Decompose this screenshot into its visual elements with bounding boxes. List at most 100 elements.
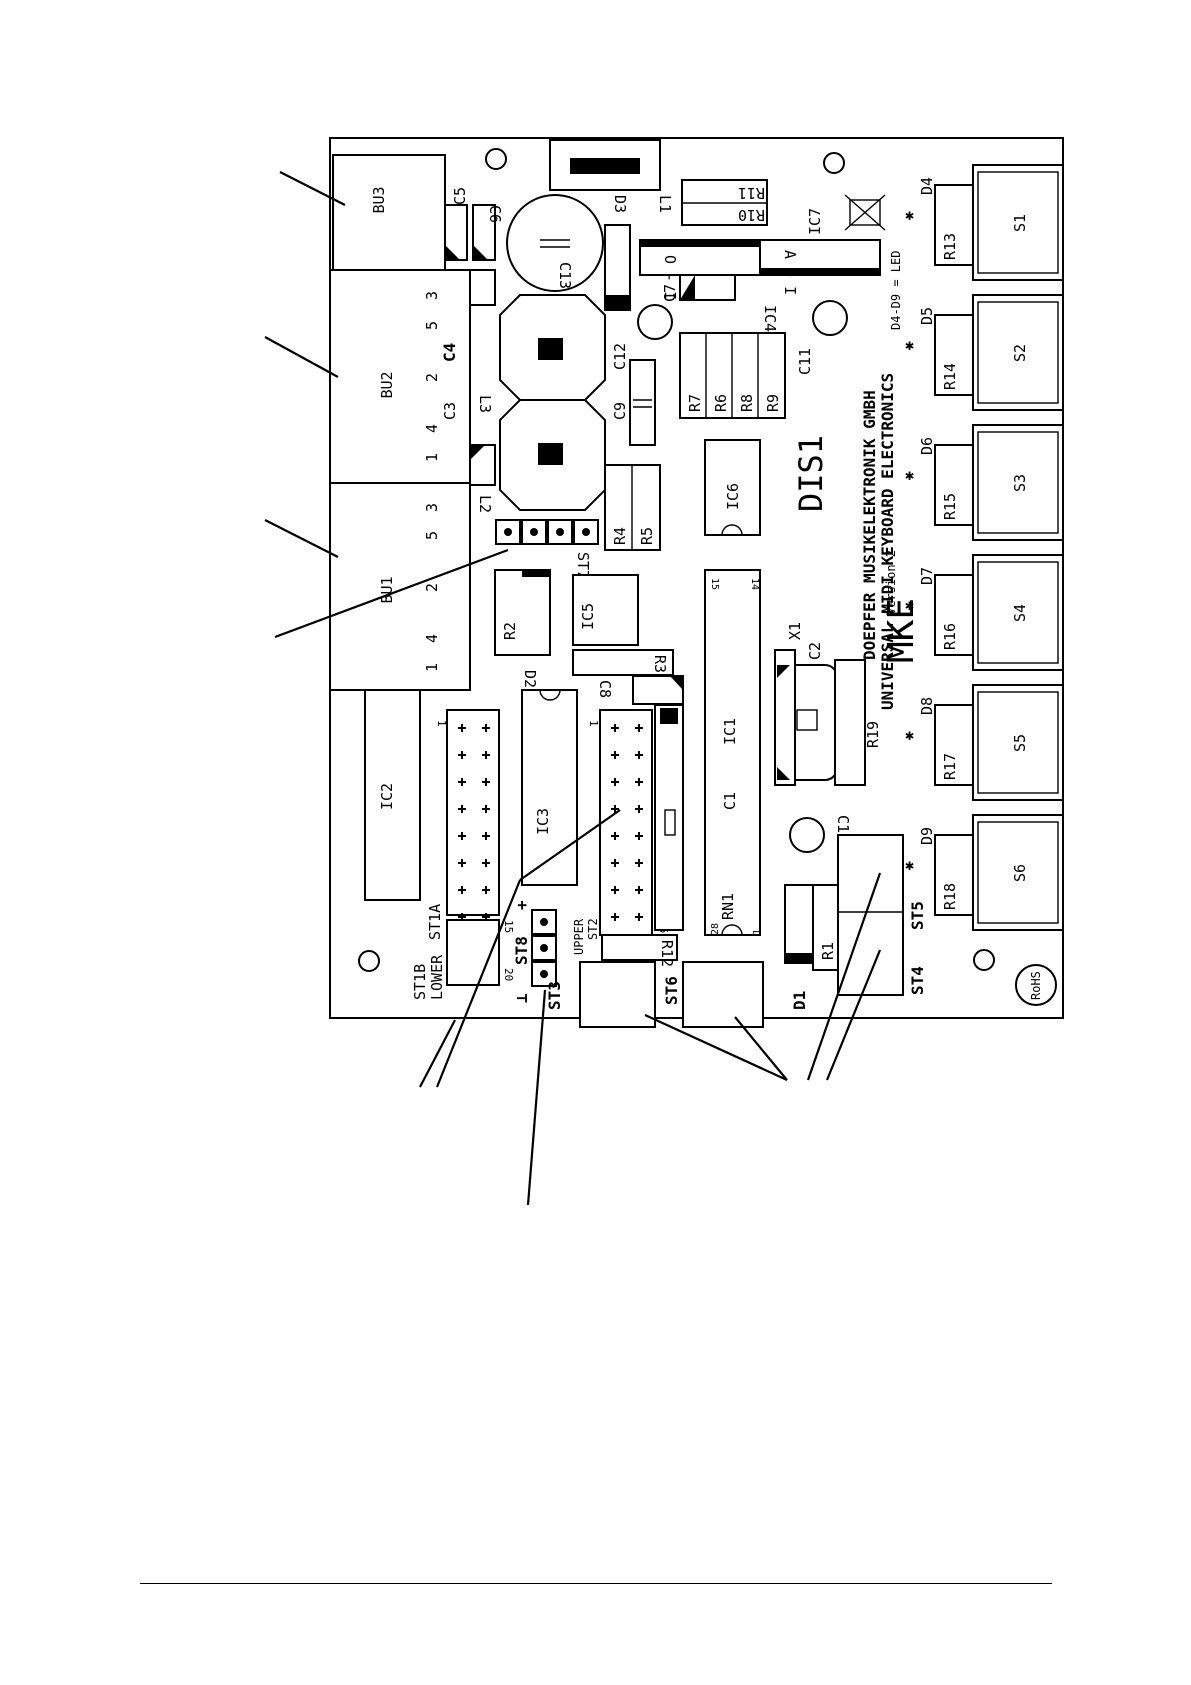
st5-label: ST5: [908, 901, 927, 930]
header-pin: [482, 805, 490, 813]
s2-label: S2: [1011, 344, 1029, 362]
c6-label: C6: [486, 205, 504, 223]
header-pin: [611, 805, 619, 813]
st8-header: ST8 ST3 + ⊥: [512, 900, 564, 1010]
header-pin: [635, 778, 643, 786]
st1b-header: 20 ST1B LOWER: [411, 919, 515, 1000]
s3-label: S3: [1011, 474, 1029, 492]
d6-label: D6: [918, 437, 936, 455]
l3-label: L3: [476, 395, 494, 413]
st1b-label: ST1B: [411, 964, 429, 1000]
header-pin: [635, 886, 643, 894]
header-pin: [611, 778, 619, 786]
bu2-pin-1: 1: [423, 453, 441, 462]
l1-d3: L1 D3: [549, 139, 674, 213]
c2-label: C2: [806, 642, 824, 660]
ic2-label: IC2: [378, 783, 396, 810]
ic1-pin-28: 28: [710, 923, 721, 935]
d8-label: D8: [918, 697, 936, 715]
st2-pin-1: 1: [587, 720, 600, 727]
header-pin: [635, 913, 643, 921]
l3-inductor: L3: [476, 294, 606, 413]
c7-label: C7: [661, 284, 679, 302]
header-pin: [458, 886, 466, 894]
header-pin: [635, 724, 643, 732]
header-pin: [611, 913, 619, 921]
header-pin: [635, 805, 643, 813]
r13-label: R13: [941, 233, 959, 260]
s6-label: S6: [1011, 864, 1029, 882]
r8-label: R8: [738, 394, 756, 412]
ic1-pin-15: 15: [709, 578, 720, 590]
d3-label: D3: [611, 195, 629, 213]
d2-diode: D2: [521, 670, 539, 688]
switch-column: S1R13D4✱S2R14D5✱S3R15D6✱S4R16D7✱S5R17D8✱…: [905, 164, 1064, 931]
c3-label: C3: [441, 402, 459, 420]
st6-connector: ST6: [579, 961, 764, 1028]
bu1-pin-5: 5: [423, 531, 441, 540]
ic4-pins: O - I: [661, 255, 679, 300]
ic5-chip: IC5: [572, 574, 639, 646]
r6-label: R6: [712, 394, 730, 412]
r1-resistor: [812, 884, 842, 971]
st7-header: ST7: [495, 519, 599, 579]
header-pin: [482, 751, 490, 759]
header-pin: [458, 832, 466, 840]
r15-label: R15: [941, 493, 959, 520]
bu1-pin-2: 2: [423, 583, 441, 592]
ic4-label: IC4: [761, 305, 779, 332]
r2-label: R2: [501, 622, 519, 640]
r17-label: R17: [941, 753, 959, 780]
d2-label: D2: [521, 670, 539, 688]
l2-label: L2: [476, 495, 494, 513]
header-pin: [611, 832, 619, 840]
header-pin: [635, 859, 643, 867]
header-pin: [635, 832, 643, 840]
l2-inductor: L2: [476, 399, 606, 513]
header-pin: [482, 724, 490, 732]
d1-label: D1: [790, 991, 809, 1010]
r1-label: R1: [819, 942, 837, 960]
ic1-pin-14: 14: [749, 578, 760, 590]
st2-label: ST2: [586, 918, 600, 940]
r12-label: R12: [658, 940, 676, 967]
ic7-regulator: IC7 A O I: [759, 208, 881, 295]
ic3-label: IC3: [534, 808, 552, 835]
led-icon: ✱: [905, 336, 914, 354]
bu1-pin-3: 3: [423, 503, 441, 512]
r10-r11-resistors: R11 R10: [681, 179, 768, 226]
st2-header: 1 16 UPPER ST2: [572, 709, 670, 955]
bu2-pin-2: 2: [423, 373, 441, 382]
c11-capacitor: [812, 300, 848, 336]
d7-label: D7: [918, 567, 936, 585]
led-icon: ✱: [905, 466, 914, 484]
r12-resistor: [601, 934, 678, 961]
ic3-chip: IC3: [521, 689, 578, 886]
st8-label: ST8: [512, 936, 531, 965]
r7-label: R7: [686, 394, 704, 412]
header-pin: [458, 751, 466, 759]
r3-resistor: [572, 649, 674, 676]
product-line-text: UNIVERSAL MIDI KEYBOARD ELECTRONICS: [878, 373, 897, 710]
bu2-pin-4: 4: [423, 424, 441, 433]
lower-label: LOWER: [428, 954, 446, 1000]
bu1-pin-4: 4: [423, 634, 441, 643]
footer-rule: [140, 1583, 1052, 1584]
d4-label: D4: [918, 177, 936, 195]
s1-label: S1: [1011, 214, 1029, 232]
st1a-label: ST1A: [426, 904, 444, 940]
bu1-pin-1: 1: [423, 663, 441, 672]
ic1-label: IC1: [721, 718, 739, 745]
bu1-label: BU1: [378, 576, 396, 603]
x1-label: X1: [786, 622, 804, 640]
led-icon: ✱: [905, 596, 914, 614]
bu2-connector: BU2 3 5 2 4 1: [329, 269, 471, 484]
c9-capacitor: C9: [611, 359, 656, 446]
led-note-text: D4-D9 = LED: [889, 251, 903, 330]
header-pin: [482, 778, 490, 786]
ic4-regulator: IC4 O - I: [639, 239, 779, 332]
st4-st5-connectors: ST5 ST4: [837, 834, 927, 996]
